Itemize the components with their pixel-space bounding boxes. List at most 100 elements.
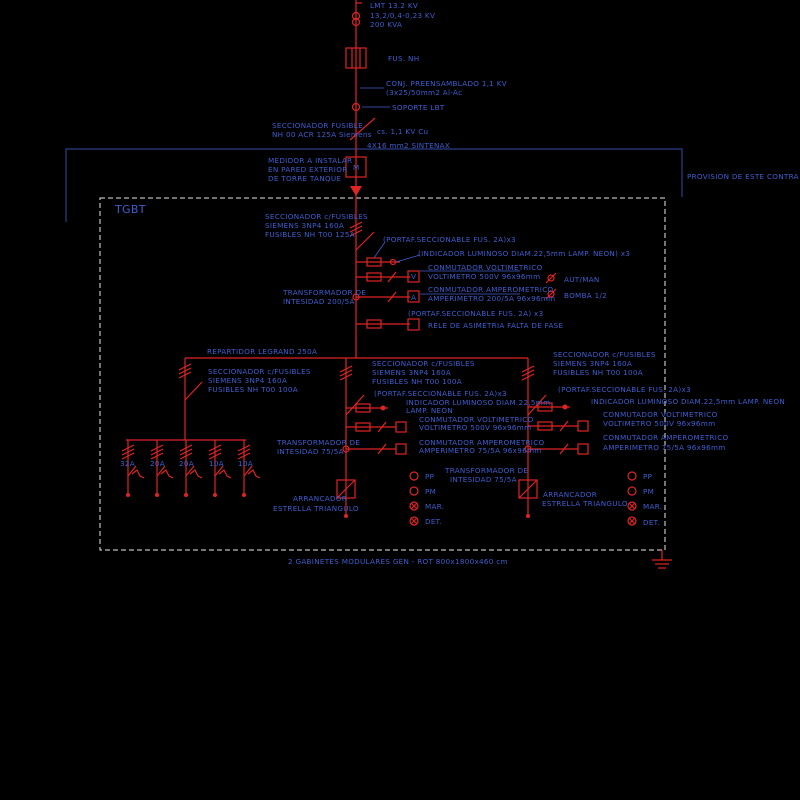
star-delta-starter-icon xyxy=(336,479,356,499)
switch-icon xyxy=(559,443,569,455)
breaker-label: 10A xyxy=(209,459,224,468)
current-transformer-icon xyxy=(342,445,350,453)
mid-indicator-1: INDICADOR LUMINOSO DIAM.22,5mm xyxy=(406,398,550,407)
tgbt-enclosure xyxy=(99,197,666,551)
main-sec-label-3: FUSIBLES NH T00 125A xyxy=(265,230,355,239)
ground-icon xyxy=(652,550,672,569)
voltmeter-icon xyxy=(577,420,589,432)
fuse-tick-icon xyxy=(208,452,222,460)
main-sec-label-2: SIEMENS 3NP4 160A xyxy=(265,221,344,230)
voltmeter-icon xyxy=(395,421,407,433)
fuse-tick-icon xyxy=(150,448,164,456)
thermal-trip-icon xyxy=(160,469,174,479)
bomba-label: BOMBA 1/2 xyxy=(564,291,607,300)
fuse-holder-icon xyxy=(537,421,553,431)
board-title: TGBT xyxy=(114,203,146,216)
thermal-trip-icon xyxy=(189,469,203,479)
right-sec-label-3: FUSIBLES NH T00 100A xyxy=(553,368,643,377)
right-sec-label-1: SECCIONADOR c/FUSIBLES xyxy=(553,350,656,359)
terminal-icon xyxy=(155,493,159,497)
fuse-tick-icon xyxy=(121,452,135,460)
mid-starter-2: ESTRELLA TRIANGULO xyxy=(273,504,359,513)
lamp-label: MAR. xyxy=(425,502,444,511)
pilot-lamp-icon xyxy=(627,516,637,526)
right-volt-switch: CONMUTADOR VOLTIMETRICO xyxy=(603,410,718,419)
transformer-icon xyxy=(351,11,361,21)
lamp-label: PP xyxy=(425,472,435,481)
current-transformer-icon xyxy=(524,445,532,453)
right-starter-1: ARRANCADOR xyxy=(543,490,597,499)
right-ct-2: INTESIDAD 75/5A xyxy=(450,475,517,484)
fuse-holder-icon xyxy=(355,422,371,432)
mid-ammeter: AMPERIMETRO 75/5A 96x96mm xyxy=(419,446,542,455)
breaker-icon xyxy=(185,465,195,477)
cable2-label: cs. 1,1 KV Cu xyxy=(377,127,428,136)
main-sec-label-1: SECCIONADOR c/FUSIBLES xyxy=(265,212,368,221)
left-sec-label-3: FUSIBLES NH T00 100A xyxy=(208,385,298,394)
fuse-label: FUS. NH xyxy=(388,54,419,63)
left-sec-label-1: SECCIONADOR c/FUSIBLES xyxy=(208,367,311,376)
right-ammeter: AMPERIMETRO 75/5A 96x96mm xyxy=(603,443,726,452)
relay-label: RELE DE ASIMETRIA FALTA DE FASE xyxy=(428,321,564,330)
main-ct-2: INTESIDAD 200/5A xyxy=(283,297,355,306)
main-voltmeter: VOLTIMETRO 500V 96x96mm xyxy=(428,272,540,281)
fuse-tick-icon xyxy=(208,444,222,452)
meter-label-3: DE TORRE TANQUE xyxy=(268,174,341,183)
terminal-icon xyxy=(213,493,217,497)
pilot-lamp-icon xyxy=(627,486,637,496)
line xyxy=(628,517,636,525)
fuse-tick-icon xyxy=(237,444,251,452)
pilot-lamp-icon xyxy=(409,486,419,496)
terminal-icon xyxy=(126,493,130,497)
line xyxy=(628,502,636,510)
cable-label: CONJ. PREENSAMBLADO 1,1 KV xyxy=(386,79,507,88)
arrow-icon xyxy=(350,186,362,196)
right-indicator: INDICADOR LUMINOSO DIAM.22,5mm LAMP. NEO… xyxy=(591,397,785,406)
fuse-tick-icon xyxy=(521,369,535,377)
provision-note: PROVISION DE ESTE CONTRA xyxy=(687,172,799,181)
fuse-tick-icon xyxy=(208,448,222,456)
fuse-tick-icon xyxy=(121,448,135,456)
disconnector-icon xyxy=(349,117,376,141)
indicator-lamp-icon xyxy=(380,405,386,411)
mid-indicator-2: LAMP. NEON xyxy=(406,406,453,415)
pilot-lamp-icon xyxy=(627,471,637,481)
mid-starter-1: ARRANCADOR xyxy=(293,494,347,503)
mid-volt-switch: CONMUTADOR VOLTIMETRICO xyxy=(419,415,534,424)
main-amp-switch: CONMUTADOR AMPEROMETRICO xyxy=(428,285,554,294)
lamp-label: MAR. xyxy=(643,502,662,511)
right-voltmeter: VOLTIMETRO 500V 96x96mm xyxy=(603,419,715,428)
breaker-label: 20A xyxy=(150,459,165,468)
indicator-lamp-icon xyxy=(562,404,568,410)
fuse-tick-icon xyxy=(179,448,193,456)
fuse-tick-icon xyxy=(150,444,164,452)
meter-box xyxy=(345,156,367,178)
breaker-label: 20A xyxy=(179,459,194,468)
fuse-holder-icon xyxy=(355,403,371,413)
aut-man-label: AUT/MAN xyxy=(564,275,600,284)
meter-symbol: M xyxy=(353,163,360,172)
breaker-label: 10A xyxy=(238,459,253,468)
breaker-label: 32A xyxy=(120,459,135,468)
mid-ct-2: INTESIDAD 75/5A xyxy=(277,447,344,456)
breaker-icon xyxy=(214,465,224,477)
mid-voltmeter: VOLTIMETRO 500V 96x96mm xyxy=(419,423,531,432)
switch-icon xyxy=(377,443,387,455)
fuse-tick-icon xyxy=(339,373,353,381)
lamp-label: DET. xyxy=(425,517,442,526)
left-branch xyxy=(121,358,261,497)
main-portaf: (PORTAF.SECCIONABLE FUS. 2A)x3 xyxy=(383,235,516,244)
support-icon xyxy=(351,102,361,112)
lamp-label: PM xyxy=(425,487,436,496)
mid-portaf: (PORTAF.SECCIONABLE FUS. 2A)x3 xyxy=(374,389,507,398)
disconnector-icon xyxy=(527,394,547,416)
mid-sec-label-1: SECCIONADOR c/FUSIBLES xyxy=(372,359,475,368)
pilot-lamp-icon xyxy=(409,471,419,481)
terminal-icon xyxy=(242,493,246,497)
voltmeter-symbol: V xyxy=(411,272,416,281)
pilot-lamp-icon xyxy=(409,516,419,526)
star-delta-starter-icon xyxy=(518,479,538,499)
right-portaf: (PORTAF.SECCIONABLE FUS. 2A)x3 xyxy=(558,385,691,394)
main-portaf2: (PORTAF.SECCIONABLE FUS. 2A) x3 xyxy=(408,309,543,318)
fuse-holder-icon xyxy=(537,402,553,412)
